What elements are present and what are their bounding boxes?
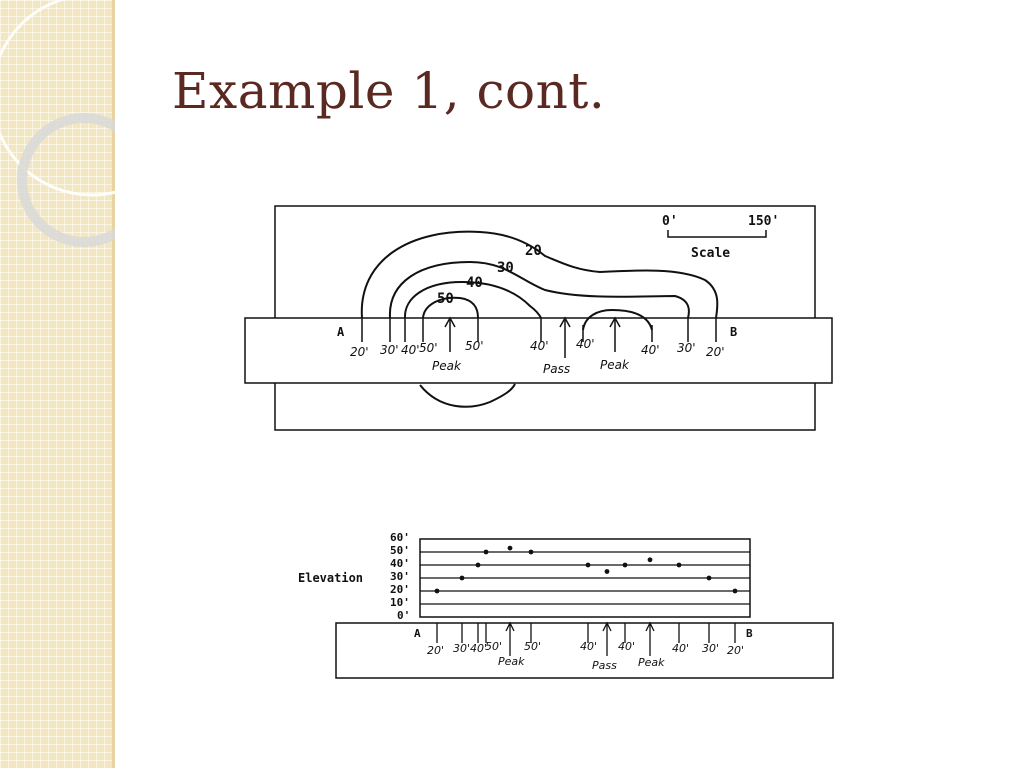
contour-40-right — [582, 308, 653, 331]
map-crossing-label: 40' — [401, 343, 420, 357]
contour-label-40: 40 — [466, 275, 483, 291]
arrow-head — [602, 621, 612, 632]
profile-crossing-label: 30' — [453, 642, 470, 655]
contour-label-50: 50 — [437, 291, 454, 307]
decorative-sidebar — [0, 0, 115, 768]
elevation-point — [507, 545, 513, 551]
y-tick-label: 0' — [397, 609, 410, 622]
profile-crossing-label: 40' — [470, 642, 487, 655]
profile-peak-label: Peak — [498, 655, 525, 668]
scale-end: 150' — [748, 214, 779, 229]
arrow-head — [645, 621, 655, 632]
profile-strip — [244, 317, 833, 384]
scale-label: Scale — [691, 246, 730, 261]
profile-crossing-label: 50' — [485, 640, 502, 653]
elevation-point — [483, 549, 489, 555]
elevation-point — [475, 562, 481, 568]
arrow-head — [505, 621, 515, 632]
y-tick-label: 50' — [390, 544, 410, 557]
contour-40-left — [403, 280, 542, 319]
profile-y-label: Elevation — [298, 571, 363, 585]
profile-bottom-strip — [335, 622, 834, 679]
contour-20 — [360, 230, 719, 319]
map-pass-label: Pass — [543, 362, 570, 376]
profile-crossing-label: 20' — [427, 644, 444, 657]
y-tick-label: 40' — [390, 557, 410, 570]
y-tick-label: 20' — [390, 583, 410, 596]
map-crossing-label: 20' — [706, 345, 725, 359]
elevation-point — [528, 549, 534, 555]
profile-crossing-label: 30' — [702, 642, 719, 655]
slide-title: Example 1, cont. — [172, 62, 606, 120]
y-tick-label: 10' — [390, 596, 410, 609]
map-peak-label: Peak — [432, 359, 462, 373]
y-tick-label: 30' — [390, 570, 410, 583]
sidebar-circles — [0, 0, 115, 247]
contour-lower — [419, 383, 516, 408]
map-crossing-label: 40' — [576, 337, 595, 351]
profile-crossing-label: 20' — [727, 644, 744, 657]
contour-label-30: 30 — [497, 260, 514, 276]
elevation-point — [647, 557, 653, 563]
elevation-point — [732, 588, 738, 594]
scale-bar — [667, 230, 767, 238]
profile-crossing-label: 40' — [618, 640, 635, 653]
elevation-point — [434, 588, 440, 594]
contour-30 — [388, 260, 690, 319]
map-peak2-label: Peak — [600, 358, 630, 372]
profile-crossing-label: 40' — [580, 640, 597, 653]
profile-pass-label: Pass — [592, 659, 617, 672]
map-crossing-label: 40' — [530, 339, 549, 353]
map-crossing-label: 20' — [350, 345, 369, 359]
elevation-point — [604, 569, 610, 574]
map-point-b: B — [730, 325, 737, 339]
profile-crossing-label: 50' — [524, 640, 541, 653]
elevation-point — [706, 575, 712, 581]
map-crossing-label: 40' — [641, 343, 660, 357]
map-crossing-label: 30' — [677, 341, 696, 355]
scale-start: 0' — [662, 214, 678, 229]
elevation-point — [459, 575, 465, 581]
elevation-point — [676, 562, 682, 568]
elevation-point — [622, 562, 628, 568]
contour-map — [244, 205, 833, 431]
contour-50 — [422, 296, 479, 319]
map-crossing-label: 50' — [419, 341, 438, 355]
map-point-a: A — [337, 325, 345, 339]
profile-crossing-label: 40' — [672, 642, 689, 655]
contour-label-20: 20 — [525, 243, 542, 259]
profile-point-b: B — [746, 627, 753, 640]
elevation-profile-chart — [335, 538, 834, 679]
map-crossing-label: 50' — [465, 339, 484, 353]
elevation-point — [585, 562, 591, 568]
y-tick-label: 60' — [390, 531, 410, 544]
profile-peak2-label: Peak — [638, 656, 665, 669]
map-crossing-label: 30' — [380, 343, 399, 357]
profile-point-a: A — [414, 627, 421, 640]
